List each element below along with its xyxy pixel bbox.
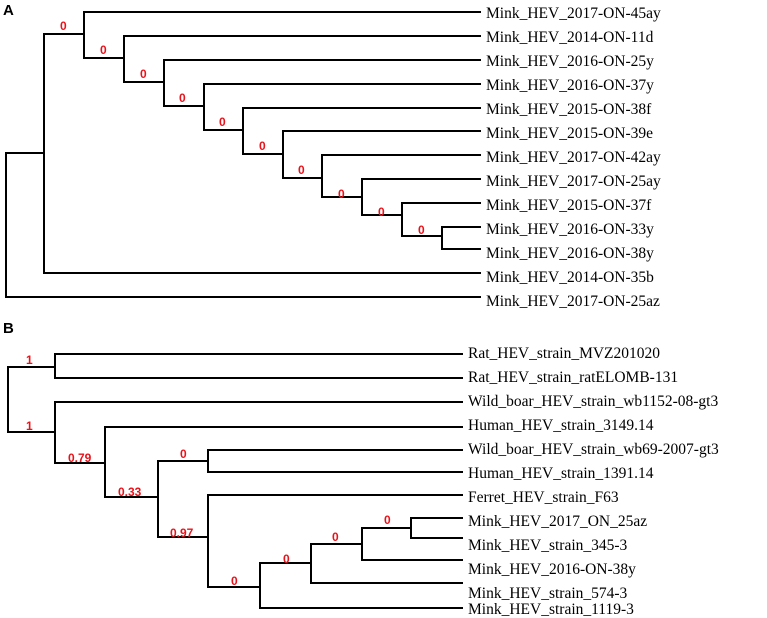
panel-b-tip-6: Human_HEV_strain_1391.14 [468, 465, 654, 482]
panel-b-tip-2: Rat_HEV_strain_ratELOMB-131 [468, 369, 678, 386]
panel-b-support-2: 1 [26, 419, 33, 433]
panel-b-tip-9: Mink_HEV_strain_345-3 [468, 537, 628, 554]
panel-a-tip-6: Mink_HEV_2015-ON-39e [486, 125, 653, 142]
panel-b-tip-7: Ferret_HEV_strain_F63 [468, 489, 619, 506]
panel-b-support-7: 0 [231, 574, 238, 588]
panel-a-tip-2: Mink_HEV_2014-ON-11d [486, 29, 654, 46]
panel-a-tip-1: Mink_HEV_2017-ON-45ay [486, 5, 661, 22]
panel-a-support-4: 0 [179, 91, 186, 105]
panel-a-tip-labels: Mink_HEV_2017-ON-45ay Mink_HEV_2014-ON-1… [486, 5, 661, 310]
panel-a-support-5: 0 [219, 115, 226, 129]
panel-b-branches [7, 353, 463, 609]
panel-a-support-3: 0 [140, 67, 147, 81]
panel-a-tip-8: Mink_HEV_2017-ON-25ay [486, 173, 661, 190]
panel-b-tip-8: Mink_HEV_2017_ON_25az [468, 513, 647, 530]
panel-b-support-8: 0 [283, 552, 290, 566]
panel-b-tip-5: Wild_boar_HEV_strain_wb69-2007-gt3 [468, 441, 719, 458]
panel-b-support-3: 0.79 [68, 451, 92, 465]
panel-a-branches [5, 11, 481, 298]
panel-b-tip-11: Mink_HEV_strain_574-3 [468, 585, 628, 602]
panel-a-tip-3: Mink_HEV_2016-ON-25y [486, 53, 654, 70]
panel-b-tip-12: Mink_HEV_strain_1119-3 [468, 601, 634, 618]
panel-a-tip-12: Mink_HEV_2014-ON-35b [486, 269, 654, 286]
panel-a-tip-10: Mink_HEV_2016-ON-33y [486, 221, 654, 238]
panel-b-tip-1: Rat_HEV_strain_MVZ201020 [468, 345, 660, 362]
panel-a: A Mink_HEV_2017-ON-45ay Mink_HEV_2014-ON… [3, 2, 661, 310]
panel-a-tip-4: Mink_HEV_2016-ON-37y [486, 77, 654, 94]
panel-a-support-6: 0 [259, 139, 266, 153]
panel-b-tip-3: Wild_boar_HEV_strain_wb1152-08-gt3 [468, 393, 718, 410]
panel-a-support-10: 0 [418, 223, 425, 237]
panel-b-label: B [3, 320, 14, 337]
panel-b-support-10: 0 [384, 513, 391, 527]
panel-b-support-1: 1 [26, 353, 33, 367]
panel-a-tip-13: Mink_HEV_2017-ON-25az [486, 293, 660, 310]
panel-b-tip-labels: Rat_HEV_strain_MVZ201020 Rat_HEV_strain_… [468, 345, 719, 618]
panel-b-support-9: 0 [332, 530, 339, 544]
panel-a-tip-7: Mink_HEV_2017-ON-42ay [486, 149, 661, 166]
panel-a-tip-11: Mink_HEV_2016-ON-38y [486, 245, 654, 262]
panel-a-support-2: 0 [100, 43, 107, 57]
panel-a-support-values: 0 0 0 0 0 0 0 0 0 0 [60, 19, 425, 237]
panel-a-support-1: 0 [60, 19, 67, 33]
panel-a-support-9: 0 [378, 205, 385, 219]
panel-a-tip-5: Mink_HEV_2015-ON-38f [486, 101, 652, 118]
panel-b-tip-10: Mink_HEV_2016-ON-38y [468, 561, 636, 578]
panel-b-support-values: 1 1 0.79 0.33 0 0.97 0 0 0 0 [26, 353, 391, 588]
panel-a-label: A [3, 2, 14, 19]
panel-b-support-6: 0.97 [170, 526, 194, 540]
panel-b-support-5: 0 [180, 447, 187, 461]
panel-a-support-8: 0 [338, 187, 345, 201]
panel-b-tip-4: Human_HEV_strain_3149.14 [468, 417, 654, 434]
panel-a-support-7: 0 [298, 163, 305, 177]
panel-b-support-4: 0.33 [118, 485, 142, 499]
panel-b: B Rat_HEV_strain_MVZ201020 Rat_HEV_strai… [3, 320, 719, 618]
panel-a-tip-9: Mink_HEV_2015-ON-37f [486, 197, 652, 214]
